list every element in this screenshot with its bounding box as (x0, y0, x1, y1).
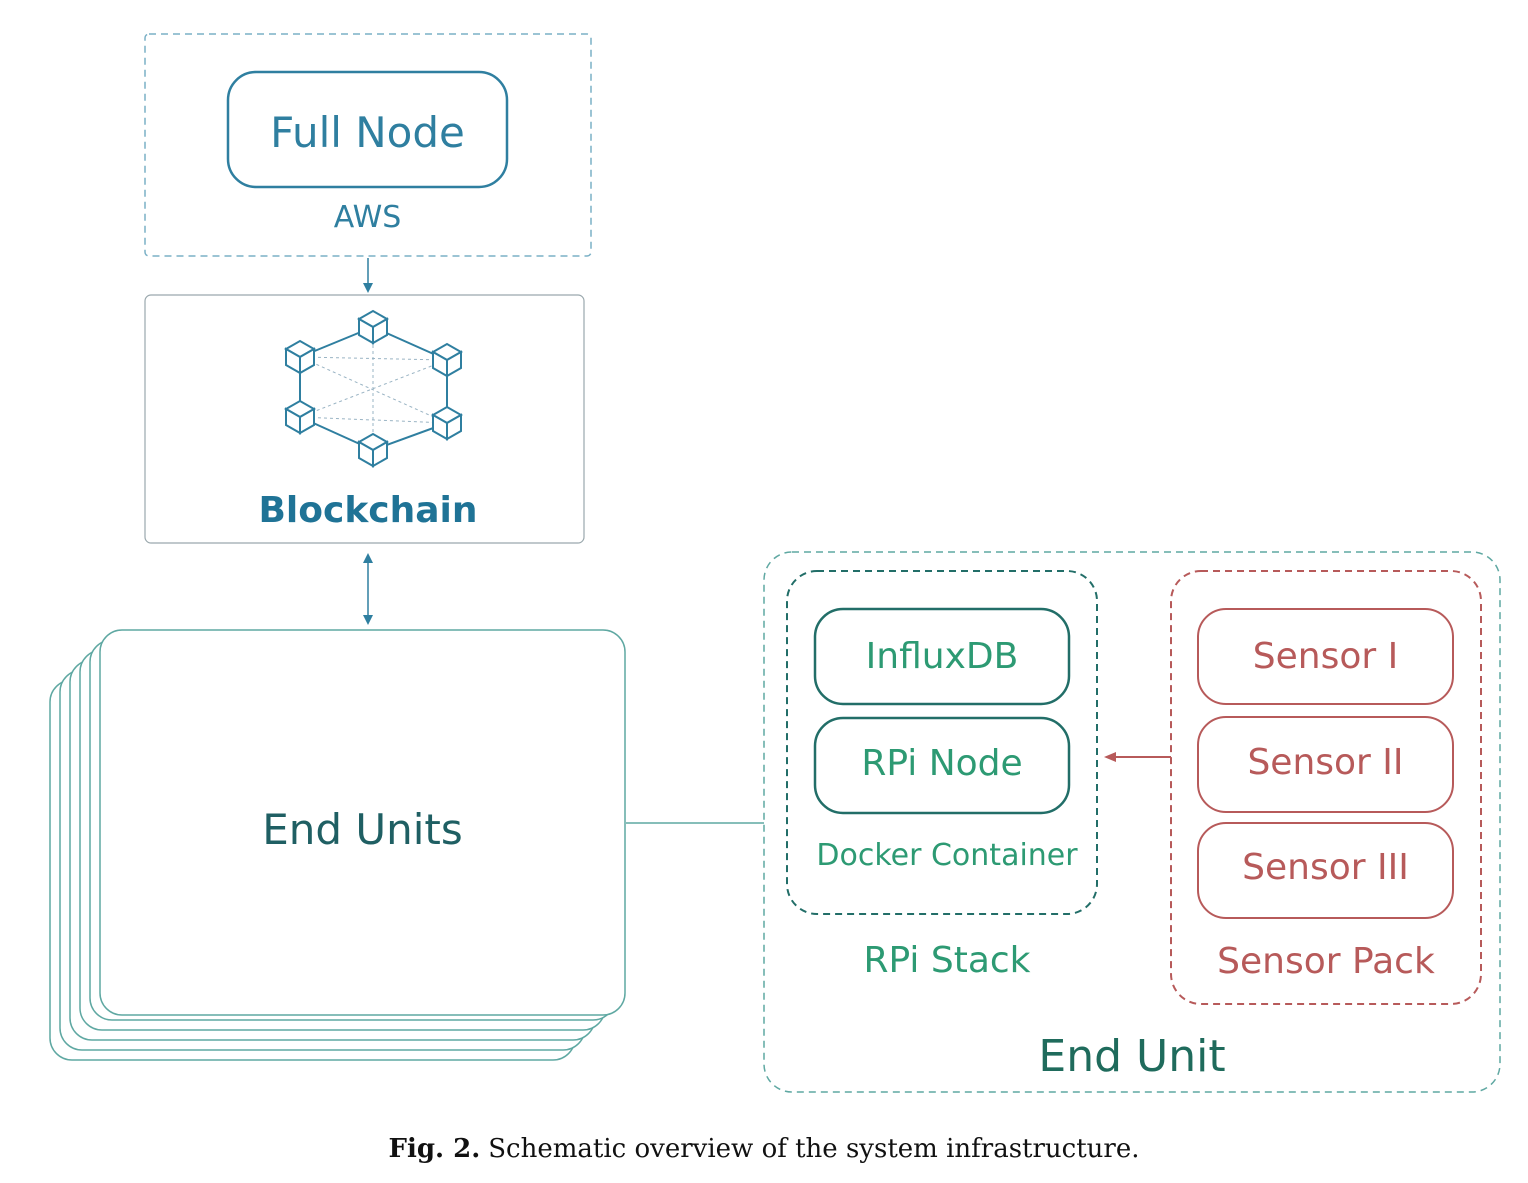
blockchain-label: Blockchain (258, 490, 478, 531)
end-unit-region (763, 551, 1501, 1093)
sensor-pack-label: Sensor Pack (1217, 941, 1435, 982)
full-node-box (226, 70, 509, 189)
sensor-pack-region (1170, 570, 1482, 1005)
influxdb-label: InfluxDB (865, 636, 1019, 677)
end-units-label: End Units (262, 805, 463, 854)
sensor-2-box (1197, 716, 1454, 813)
figure-caption: Fig. 2.Schematic overview of the system … (0, 1134, 1528, 1164)
figure-caption-text: Schematic overview of the system infrast… (488, 1134, 1140, 1164)
rpi-stack-label: RPi Stack (863, 940, 1031, 981)
sensor-3-label: Sensor III (1242, 847, 1409, 888)
blockchain-box (144, 294, 585, 544)
figure-caption-label: Fig. 2. (388, 1134, 481, 1164)
rpi-node-box (813, 716, 1071, 815)
end-unit-label: End Unit (1038, 1031, 1226, 1082)
docker-container-label: Docker Container (816, 838, 1078, 873)
influxdb-box (813, 607, 1071, 706)
sensor-3-box (1197, 822, 1454, 919)
aws-label: AWS (333, 200, 402, 235)
full-node-label: Full Node (270, 108, 465, 157)
end-units-stack (49, 629, 626, 1061)
docker-container-region (786, 570, 1098, 915)
rpi-node-label: RPi Node (861, 743, 1023, 784)
sensor-1-label: Sensor I (1252, 636, 1399, 677)
aws-region (144, 33, 592, 257)
sensor-2-label: Sensor II (1247, 742, 1404, 783)
blockchain-network-icon (285, 310, 462, 467)
sensor-1-box (1197, 608, 1454, 705)
